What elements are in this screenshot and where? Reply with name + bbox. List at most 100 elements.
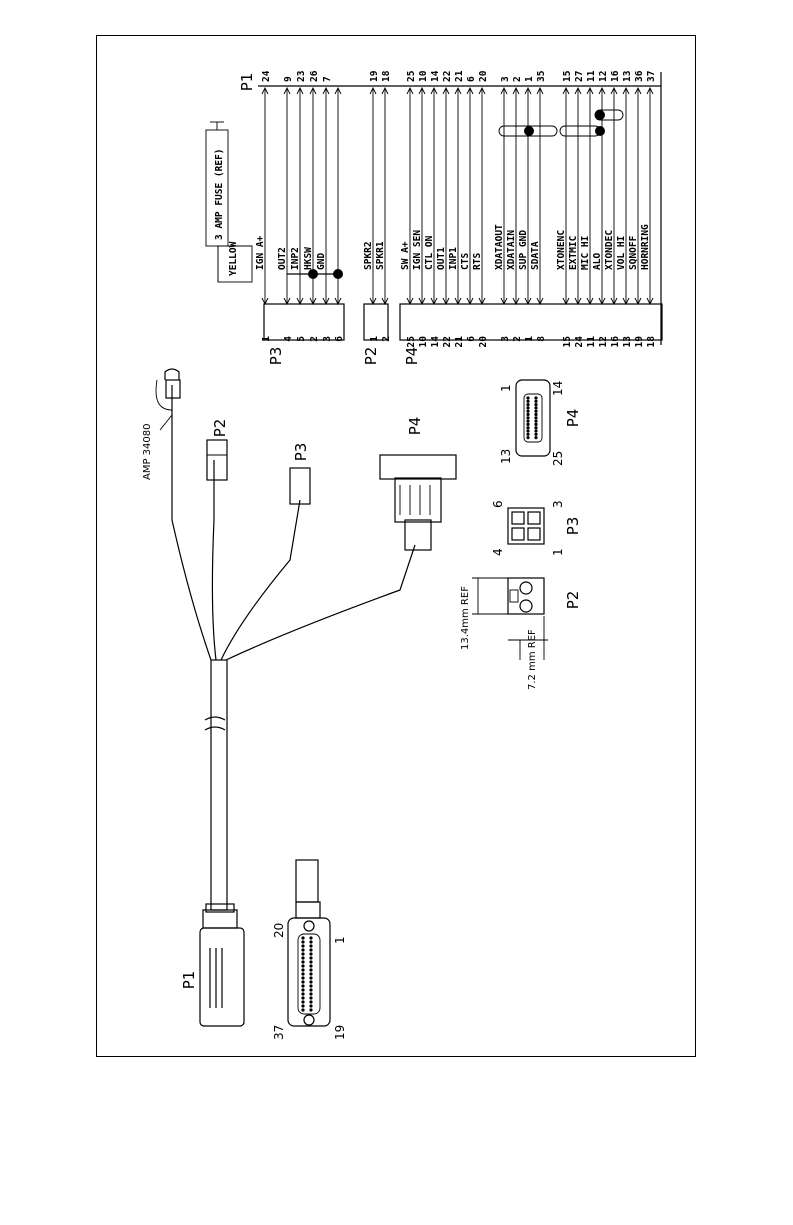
pin-dot	[309, 1000, 313, 1004]
amp-lug-label: AMP 34080	[142, 424, 153, 481]
pin-dot	[534, 412, 538, 417]
signal-name: SDATA	[530, 241, 541, 270]
p1-pin-number: 3	[500, 76, 511, 82]
pin-dot	[526, 422, 530, 426]
schematic-p3-label: P3	[267, 347, 285, 366]
p1-pin-number: 10	[418, 70, 429, 82]
connector-pin-number: 16	[610, 336, 621, 348]
pin-dot	[309, 984, 313, 988]
pin-dot	[309, 936, 313, 940]
p1-pin-number: 26	[309, 70, 320, 82]
pin-dot	[301, 996, 305, 1000]
signal-name: MIC HI	[580, 236, 591, 270]
signal-name: SQNOFF	[628, 235, 639, 270]
connector-pin-number: 1	[524, 336, 535, 342]
pin-dot	[309, 980, 313, 984]
pin-dot	[301, 976, 305, 980]
connector-pin-number: 25	[406, 336, 417, 348]
pin-dot	[309, 976, 313, 980]
signal-name: IGN SEN	[412, 230, 423, 270]
p4-face-label: P4	[564, 409, 582, 428]
pin-dot	[534, 403, 538, 407]
pin-dot	[534, 426, 538, 430]
pin-dot	[309, 940, 313, 944]
connector-pin-number: 12	[598, 336, 609, 347]
pin-dot	[526, 432, 530, 436]
p1-pin-number: 6	[466, 76, 477, 82]
pin-dot	[301, 956, 305, 960]
p2-plug-label: P2	[211, 419, 229, 438]
signal-name: SPKR2	[363, 241, 374, 270]
pin-dot	[526, 409, 530, 413]
pin-dot	[309, 996, 313, 1000]
pin-dot	[301, 940, 305, 944]
signal-name: XTONDEC	[604, 230, 615, 270]
p1-pin20: 20	[272, 923, 286, 938]
p1-pin-number: 7	[322, 76, 333, 82]
signal-name: OUT1	[436, 247, 447, 270]
signal-name: XDATAIN	[506, 230, 517, 270]
pin-dot	[534, 422, 538, 426]
p2-height-dim: 13.4mm REF	[460, 586, 471, 650]
pin-dot	[301, 1004, 305, 1008]
p1-pin-number: 37	[646, 71, 657, 82]
p1-pin-number: 9	[283, 76, 294, 82]
signal-name: CTL ON	[424, 235, 435, 270]
pin-dot	[309, 992, 313, 996]
pin-dot	[534, 432, 538, 436]
pin-dot	[301, 972, 305, 976]
pin-dot	[526, 403, 530, 407]
connector-pin-number: 10	[418, 336, 429, 348]
p3-plug-label: P3	[292, 443, 310, 462]
p1-pin-number: 11	[586, 70, 597, 82]
pin-dot	[301, 964, 305, 968]
p3-pin6: 6	[491, 500, 505, 508]
p1-pin-number: 12	[598, 71, 609, 82]
pin-dot	[526, 436, 530, 440]
p1-pin1: 1	[333, 936, 347, 944]
signal-name: SUP GND	[518, 230, 529, 270]
connector-pin-number: 24	[574, 336, 585, 348]
pin-dot	[309, 964, 313, 968]
pin-dot	[309, 988, 313, 992]
connector-pin-number: 2	[512, 336, 523, 342]
pin-dot	[526, 426, 530, 430]
connector-pin-number: 2	[309, 336, 320, 342]
p1-pin-number: 21	[454, 70, 465, 82]
p1-connector-label: P1	[180, 971, 198, 990]
signal-name: SPKR1	[375, 241, 386, 270]
p1-pin-number: 18	[381, 70, 392, 82]
pin-dot	[301, 988, 305, 992]
p1-pin-number: 19	[369, 70, 380, 82]
p4-pin1: 1	[499, 384, 513, 392]
connector-pin-number: 3	[500, 336, 511, 342]
pin-dot	[301, 936, 305, 940]
signal-name: OUT2	[277, 247, 288, 270]
connector-pin-number: 14	[430, 336, 441, 348]
pin-dot	[534, 429, 538, 433]
pin-dot	[309, 1008, 313, 1012]
pin-dot	[534, 409, 538, 413]
pin-dot	[526, 399, 530, 403]
p1-pin-number: 36	[634, 70, 645, 82]
connector-pin-number: 21	[454, 336, 465, 348]
p1-pin-number: 15	[562, 70, 573, 82]
p1-pin-number: 13	[622, 70, 633, 82]
connector-pin-number: 1	[261, 336, 272, 342]
pin-dot	[301, 960, 305, 964]
p1-pin-number: 25	[406, 70, 417, 82]
connector-pin-number: 6	[334, 336, 345, 342]
pin-dot	[534, 399, 538, 403]
connector-pin-number: 22	[442, 336, 453, 347]
pin-dot	[301, 1000, 305, 1004]
connector-pin-number: 13	[622, 336, 633, 348]
connector-pin-number: 18	[646, 336, 657, 348]
signal-name: RTS	[472, 253, 483, 270]
pin-dot	[301, 968, 305, 972]
connector-pin-number: 4	[283, 336, 294, 342]
p4-pin14: 14	[551, 381, 565, 396]
pin-dot	[309, 972, 313, 976]
pin-dot	[301, 980, 305, 984]
p4-plug-label: P4	[406, 417, 424, 436]
